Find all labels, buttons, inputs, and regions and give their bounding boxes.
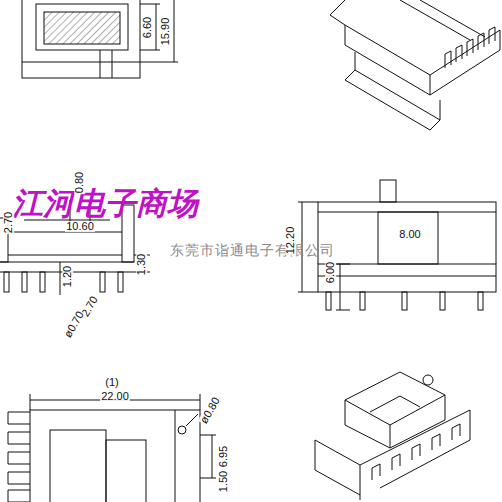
bottom-view — [8, 394, 216, 502]
top-view — [22, 0, 178, 78]
dimension: 10.60 — [65, 221, 95, 232]
dimension: 6.60 — [142, 15, 153, 38]
bobbin-isometric-bottom — [315, 372, 470, 500]
dimension: ø0.80 — [198, 394, 223, 426]
dimension: 22.00 — [100, 391, 130, 402]
dimension: 12.20 — [286, 225, 297, 255]
dimension: 2.70 — [3, 210, 14, 233]
dimension: 1.20 — [62, 264, 73, 287]
watermark: 江河电子商场 — [11, 188, 199, 219]
dimension: 6.95 — [218, 444, 229, 467]
dimension: 1.30 — [136, 252, 147, 275]
callout-number: (1) — [104, 377, 119, 388]
dimension: 15.90 — [161, 16, 172, 46]
dimension: 0.80 — [74, 170, 85, 193]
dimension: 8.00 — [398, 229, 421, 240]
watermark: 东莞市诣通电子有限公司 — [169, 243, 336, 257]
bobbin-isometric-top — [330, 0, 500, 130]
dimension: ø0.70 — [62, 308, 87, 340]
dimension: 6.00 — [325, 260, 336, 283]
dimension: 1.50 — [218, 470, 229, 493]
